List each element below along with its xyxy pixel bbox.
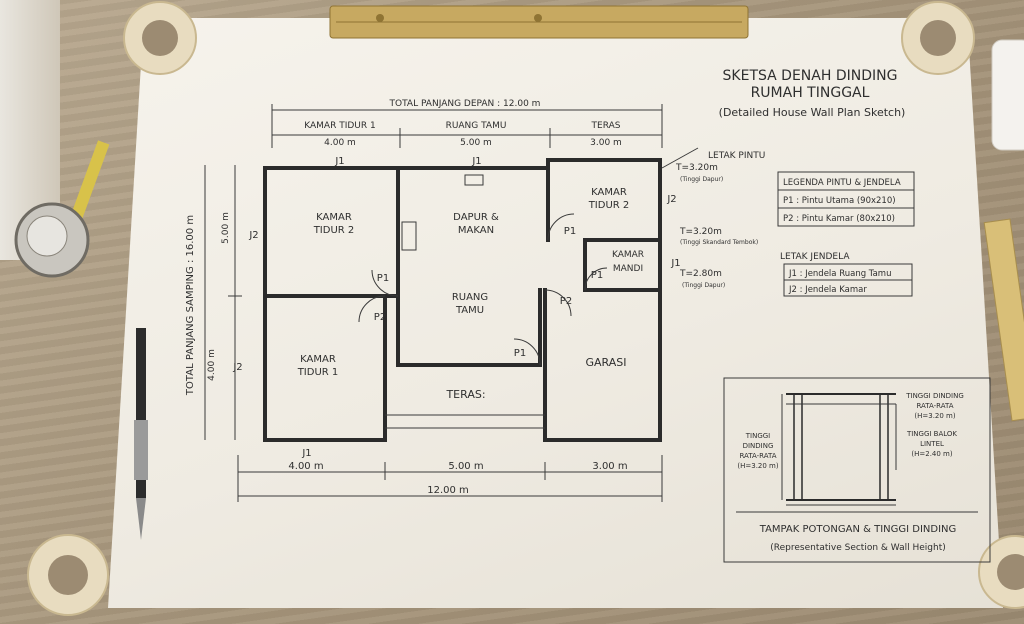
tag-j1-top-left: J1 (334, 156, 344, 167)
side-lower-len: 4.00 m (207, 349, 217, 381)
sheet-title-line2: RUMAH TINGGAL (751, 85, 870, 101)
side-total-dimension: TOTAL PANJANG SAMPING : 16.00 m (185, 215, 196, 396)
window-legend-box (783, 263, 913, 297)
door-legend-row2: P2 : Pintu Kamar (80x210) (783, 214, 895, 224)
door-swings (358, 213, 608, 366)
door-legend-title: LEGENDA PINTU & JENDELA (783, 178, 901, 188)
room-dapur-line2: MAKAN (458, 225, 494, 236)
note-t3: T=2.80m (679, 269, 722, 279)
bottom-len1: 4.00 m (288, 461, 323, 472)
top-room1-label: KAMAR TIDUR 1 (304, 121, 375, 131)
tag-p2-garasi: P2 (560, 296, 572, 307)
window-legend-row2: J2 : Jendela Kamar (788, 285, 867, 295)
tape-roll-bottom-right (978, 535, 1024, 609)
tag-p1-main: P1 (514, 348, 526, 359)
tag-j1-bottom: J1 (301, 448, 311, 459)
top-total-dimension: TOTAL PANJANG DEPAN : 12.00 m (389, 99, 541, 109)
section-label-l3: RATA-RATA (739, 452, 776, 460)
tape-roll-top-right (901, 1, 975, 75)
section-label-tr3: (H=3.20 m) (914, 412, 955, 420)
tag-j2-left-lower: J2 (232, 362, 242, 373)
room-ruang-tamu-line1: RUANG (452, 292, 488, 303)
section-label-tr2: RATA-RATA (916, 402, 953, 410)
top-len1: 4.00 m (324, 138, 356, 148)
section-label-r2: LINTEL (920, 440, 944, 448)
bottom-total: 12.00 m (427, 485, 469, 496)
tape-roll-top-left (123, 1, 197, 75)
tag-p1-ruang-tamu: P1 (377, 273, 389, 284)
tape-roll-bottom-left (27, 534, 109, 616)
coffee-mug (991, 39, 1024, 151)
section-label-r1: TINGGI BALOK (906, 430, 957, 438)
floor-plan-walls (263, 158, 662, 442)
sheet-title-line1: SKETSA DENAH DINDING (723, 68, 898, 84)
tag-j1-top-center: J1 (471, 156, 481, 167)
section-subtitle: (Representative Section & Wall Height) (770, 543, 946, 553)
section-label-l1: TINGGI (745, 432, 771, 440)
room-kamar-tidur-2-right-line2: TIDUR 2 (588, 200, 630, 211)
room-kamar-tidur-2-left-line2: TIDUR 2 (313, 225, 355, 236)
room-kamar-mandi-line1: KAMAR (612, 250, 644, 260)
note-t1: T=3.20m (675, 163, 718, 173)
section-label-tr1: TINGGI DINDING (905, 392, 964, 400)
door-legend-box (777, 171, 915, 227)
top-room3-label: TERAS (591, 121, 621, 131)
window-legend-title: LETAK JENDELA (780, 252, 850, 262)
room-ruang-tamu-line2: TAMU (455, 305, 484, 316)
brass-ruler (329, 5, 749, 39)
section-label-l2: DINDING (743, 442, 774, 450)
mechanical-pencil (134, 328, 148, 540)
tag-p2-kamar-1: P2 (374, 312, 386, 323)
door-legend-row1: P1 : Pintu Utama (90x210) (783, 196, 896, 206)
sheet-subtitle: (Detailed House Wall Plan Sketch) (719, 106, 906, 119)
bottom-len2: 5.00 m (448, 461, 483, 472)
note-t2: T=3.20m (679, 227, 722, 237)
note-t3-sub: (Tinggi Dapur) (682, 282, 725, 289)
bottom-len3: 3.00 m (592, 461, 627, 472)
tag-j2-left-upper: J2 (248, 230, 258, 241)
room-dapur-line1: DAPUR & (453, 212, 499, 223)
tag-j2-right: J2 (666, 194, 676, 205)
section-label-l4: (H=3.20 m) (737, 462, 778, 470)
room-kamar-mandi-line2: MANDI (613, 264, 643, 274)
tag-p1-kamar-2: P1 (564, 226, 576, 237)
tag-p1-mandi: P1 (591, 270, 603, 281)
tag-j1-right: J1 (670, 258, 680, 269)
room-kamar-tidur-1-line2: TIDUR 1 (297, 367, 339, 378)
room-kamar-tidur-2-left-line1: KAMAR (316, 212, 352, 223)
tape-measure (14, 140, 110, 278)
section-label-r3: (H=2.40 m) (911, 450, 952, 458)
room-teras: TERAS: (445, 388, 485, 401)
room-kamar-tidur-1-line1: KAMAR (300, 354, 336, 365)
window-legend-row1: J1 : Jendela Ruang Tamu (788, 269, 891, 279)
note-t2-sub: (Tinggi Skandard Tembok) (680, 239, 758, 246)
top-room2-label: RUANG TAMU (446, 121, 507, 131)
top-len2: 5.00 m (460, 138, 492, 148)
top-len3: 3.00 m (590, 138, 622, 148)
section-view-box (723, 377, 991, 563)
note-leader (661, 147, 699, 169)
note-letak-pintu: LETAK PINTU (708, 151, 765, 161)
note-t1-sub: (Tinggi Dapur) (680, 176, 723, 183)
section-title: TAMPAK POTONGAN & TINGGI DINDING (759, 524, 957, 535)
room-kamar-tidur-2-right-line1: KAMAR (591, 187, 627, 198)
blueprint-paper (108, 18, 1003, 608)
room-garasi: GARASI (586, 356, 627, 369)
side-upper-len: 5.00 m (221, 212, 231, 244)
